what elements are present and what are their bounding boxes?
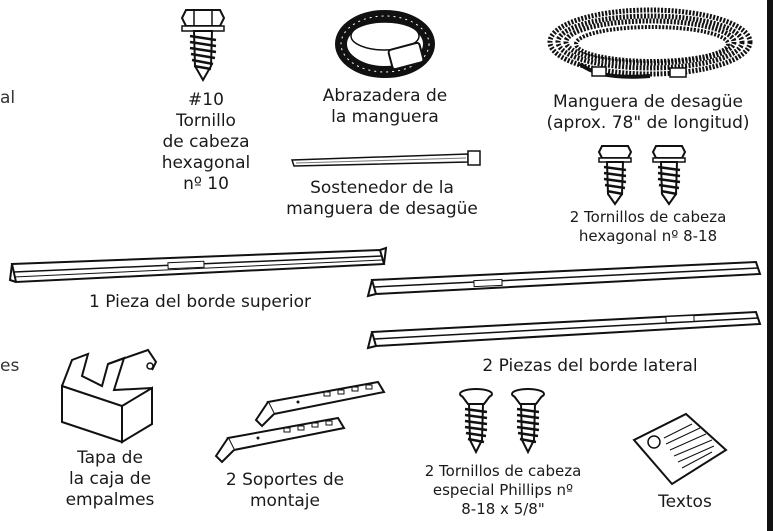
phillips-screws-image [459, 388, 545, 455]
edge-text-bottom: es [0, 356, 20, 376]
screw-10-label: #10 Tornillo de cabeza hexagonal nº 10 [161, 90, 251, 194]
right-border [767, 0, 773, 531]
junction-cover-label: Tapa de la caja de empalmes [65, 448, 155, 510]
drain-hose-label: Manguera de desagüe (aprox. 78" de longi… [546, 92, 750, 133]
side-trim-label: 2 Piezas del borde lateral [482, 356, 698, 376]
junction-box-cover-image [61, 348, 158, 444]
literature-image [632, 412, 728, 486]
mounting-brackets-image [214, 380, 386, 464]
hex-screws-pair-image [597, 145, 687, 206]
hose-clamp-label: Abrazadera de la manguera [322, 86, 448, 127]
edge-text-top: al [0, 88, 16, 108]
top-trim-image [8, 246, 388, 284]
phillips-screws-label: 2 Tornillos de cabeza especial Phillips … [424, 462, 582, 518]
side-trim-image-1 [366, 260, 762, 298]
literature-label: Textos [658, 492, 712, 512]
hose-holder-image [290, 150, 481, 167]
drain-hose-image [547, 7, 753, 79]
side-trim-image-2 [366, 310, 762, 350]
mounting-brackets-label: 2 Soportes de montaje [225, 470, 345, 511]
hose-holder-label: Sostenedor de la manguera de desagüe [286, 178, 478, 219]
top-trim-label: 1 Pieza del borde superior [89, 292, 311, 312]
hex-screw-10-image [180, 9, 226, 83]
hex-screws-label: 2 Tornillos de cabeza hexagonal nº 8-18 [569, 208, 727, 245]
hose-clamp-image [335, 10, 435, 78]
